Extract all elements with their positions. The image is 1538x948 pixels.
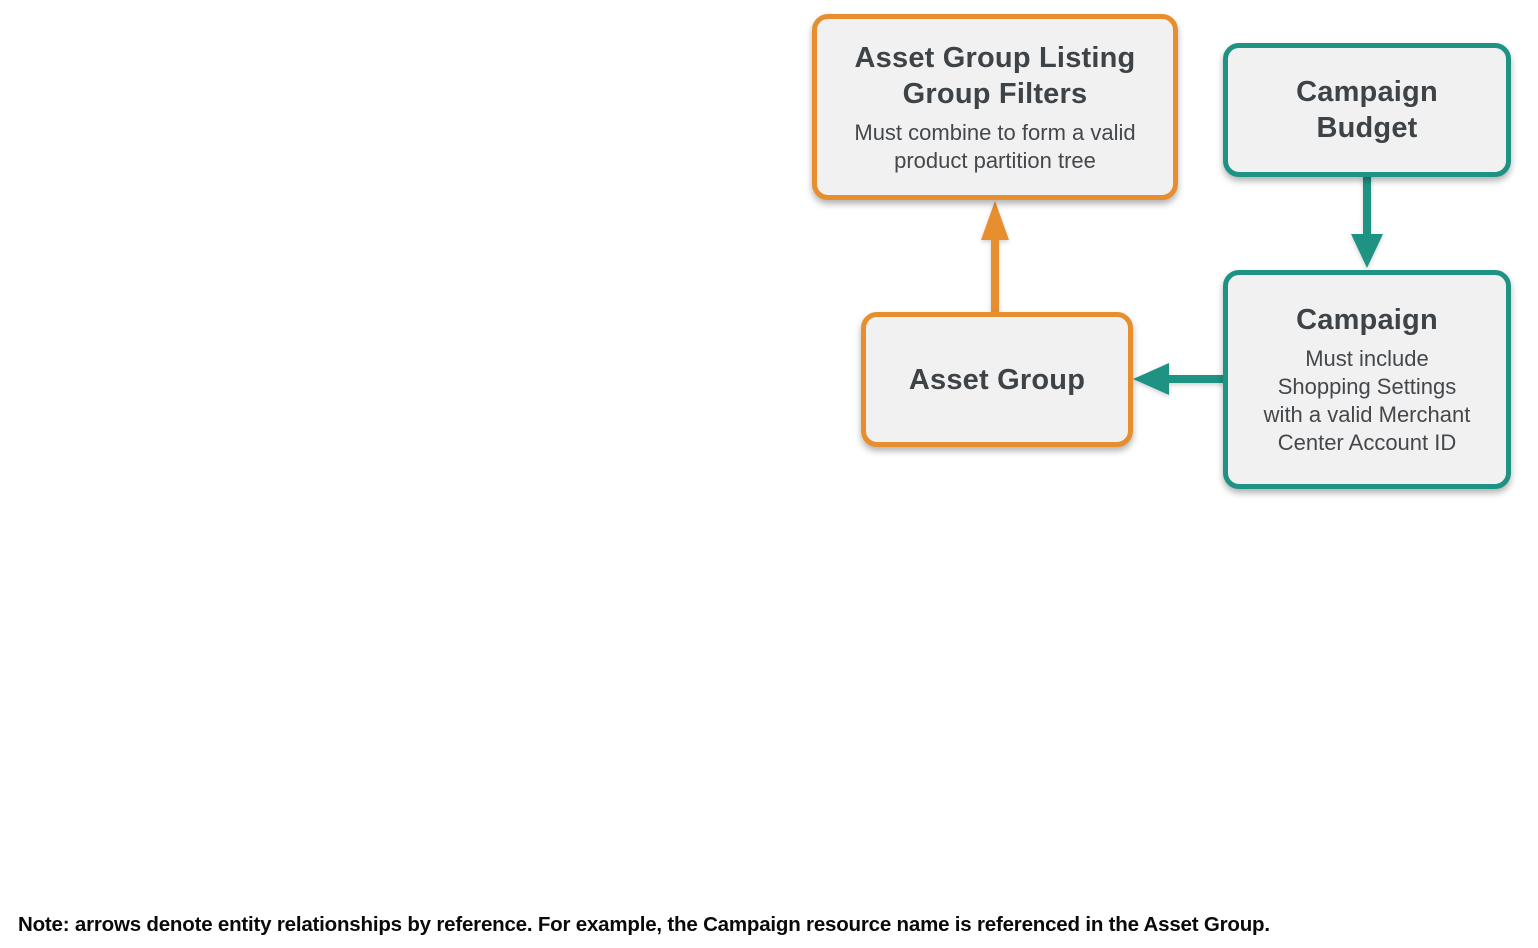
arrow-campaign-to-asset-group [1133, 363, 1225, 395]
node-campaign: Campaign Must include Shopping Settings … [1223, 270, 1511, 489]
node-title: Campaign Budget [1296, 76, 1438, 144]
node-subtitle: Must include Shopping Settings with a va… [1263, 346, 1471, 455]
node-asset-group-listing-group-filters: Asset Group Listing Group Filters Must c… [812, 14, 1178, 200]
node-title: Campaign [1296, 304, 1438, 336]
node-campaign-budget: Campaign Budget [1223, 43, 1511, 177]
footnote: Note: arrows denote entity relationships… [18, 913, 1270, 936]
arrow-campaign-budget-to-campaign [1351, 175, 1383, 268]
node-title: Asset Group Listing Group Filters [854, 41, 1136, 110]
node-title: Asset Group [908, 363, 1086, 396]
node-asset-group: Asset Group [861, 312, 1133, 447]
arrow-asset-group-to-listing-filters [981, 201, 1009, 314]
node-subtitle: Must combine to form a valid product par… [854, 119, 1136, 173]
